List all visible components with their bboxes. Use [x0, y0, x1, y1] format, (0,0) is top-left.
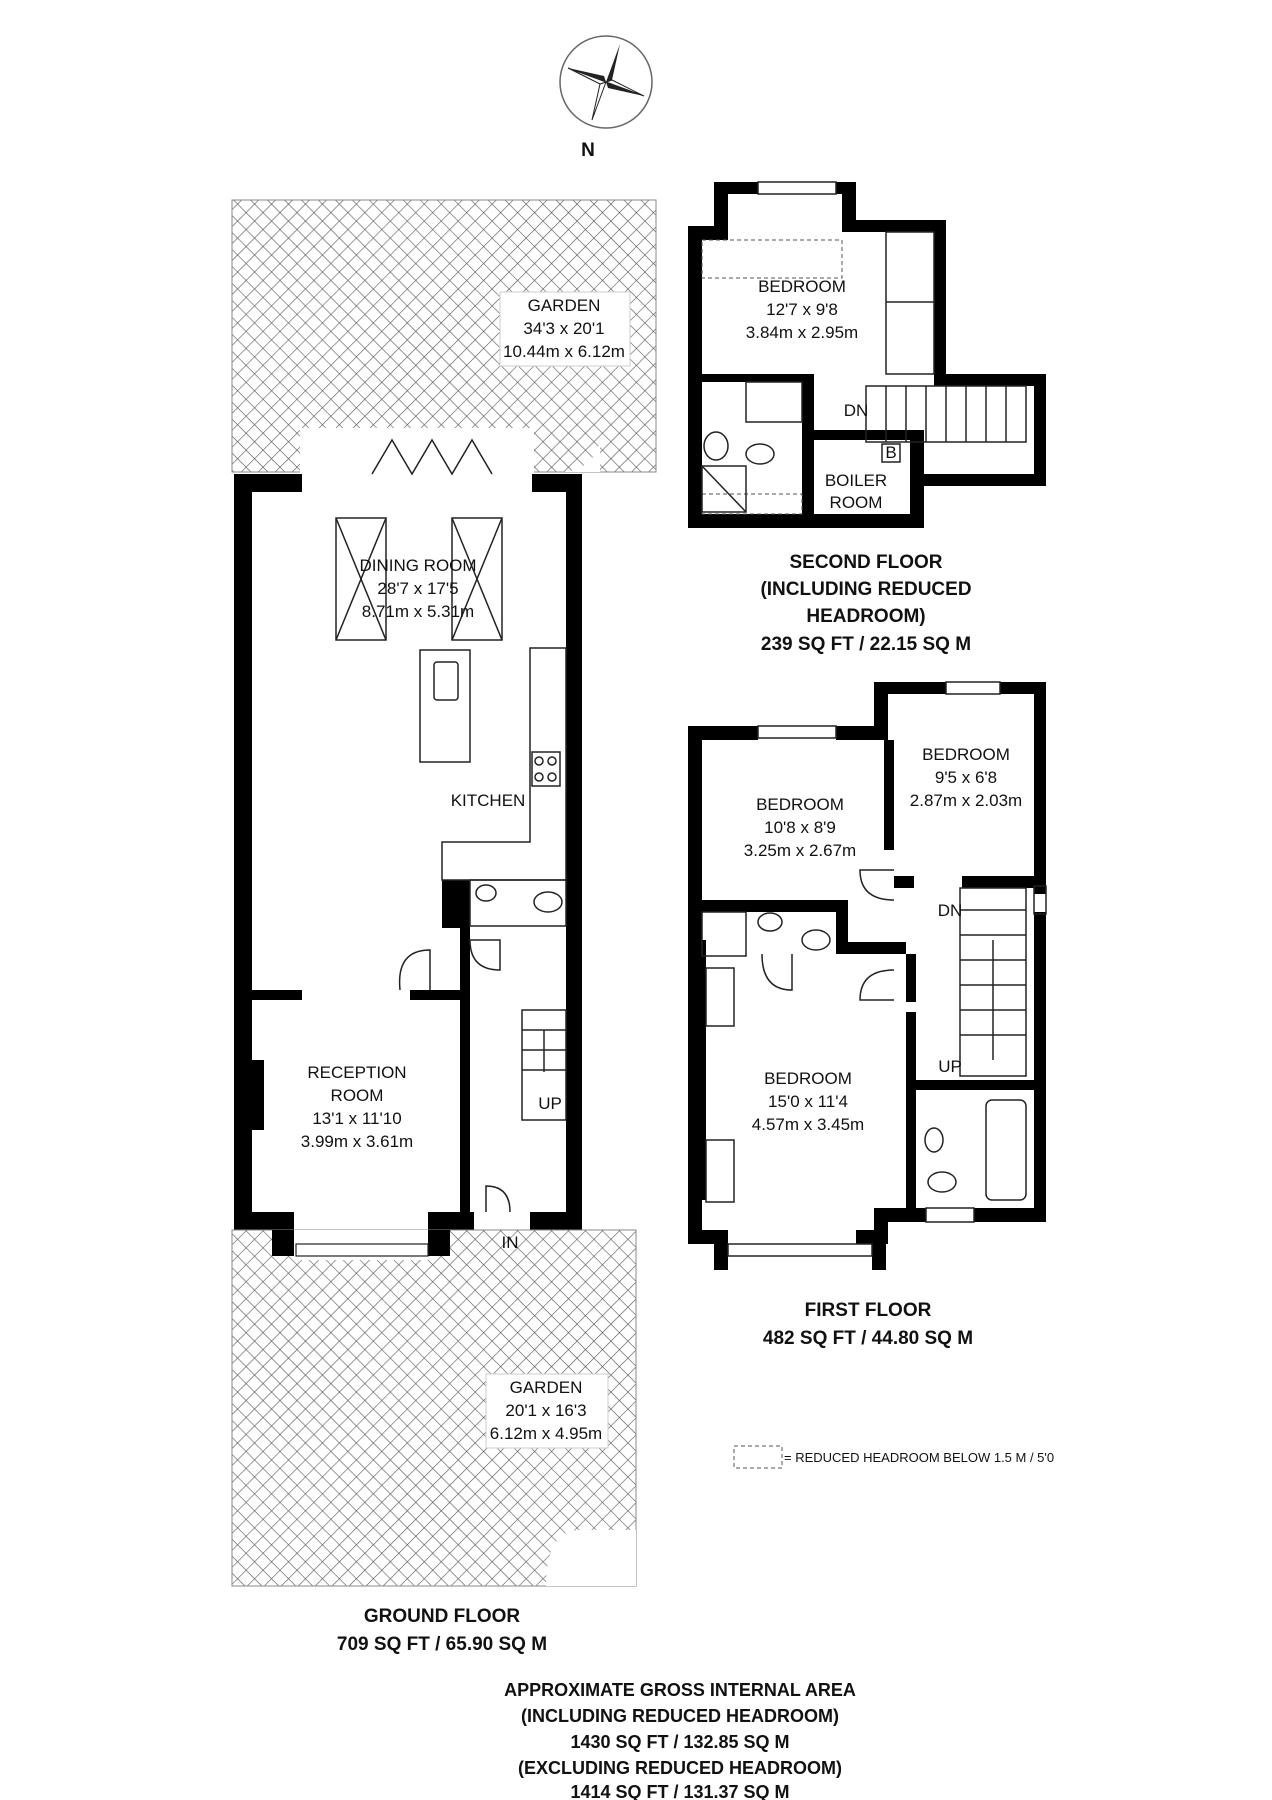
rear-bedroom-imperial: 10'8 x 8'9 — [764, 818, 836, 837]
summary-line-1: APPROXIMATE GROSS INTERNAL AREA — [504, 1680, 856, 1700]
bath-icon — [701, 465, 747, 513]
reception-name-1: RECEPTION — [307, 1063, 406, 1082]
first-floor-area: 482 SQ FT / 44.80 SQ M — [763, 1328, 973, 1349]
boiler-marker: B — [885, 443, 896, 462]
front-bedroom-name: BEDROOM — [764, 1069, 852, 1088]
legend-text: = REDUCED HEADROOM BELOW 1.5 M / 5'0 — [784, 1450, 1054, 1465]
shower-icon — [701, 911, 747, 957]
second-floor: B BEDROOM 12'7 x 9'8 3.84m x 2.95m DN BO… — [688, 181, 1046, 655]
reduced-headroom-zone — [701, 493, 803, 515]
dining-room-imperial: 28'7 x 17'5 — [377, 579, 458, 598]
compass: N — [559, 35, 653, 161]
boiler-room-name-1: BOILER — [825, 471, 887, 490]
second-floor-title-1: SECOND FLOOR — [789, 552, 942, 573]
door-swing — [859, 969, 895, 1001]
summary-line-4: (EXCLUDING REDUCED HEADROOM) — [518, 1758, 842, 1778]
sink-icon — [433, 661, 459, 701]
kitchen-counter — [441, 647, 567, 881]
door-swing — [398, 949, 431, 991]
dining-room-metric: 8.71m x 5.31m — [362, 602, 474, 621]
reception-metric: 3.99m x 3.61m — [301, 1132, 413, 1151]
rear-bedroom-metric: 3.25m x 2.67m — [744, 841, 856, 860]
front-garden-metric: 6.12m x 4.95m — [490, 1424, 602, 1443]
summary-line-3: 1430 SQ FT / 132.85 SQ M — [570, 1732, 789, 1752]
rear-garden-metric: 10.44m x 6.12m — [503, 342, 625, 361]
bath-icon — [985, 1099, 1027, 1201]
bifold-doors — [371, 438, 493, 476]
second-stairs-label: DN — [844, 401, 869, 420]
ground-stairs — [521, 1009, 567, 1121]
second-floor-walls — [688, 182, 1046, 528]
rear-garden-name: GARDEN — [528, 296, 601, 315]
compass-ring — [559, 35, 653, 129]
rear-garden-imperial: 34'3 x 20'1 — [523, 319, 604, 338]
second-floor-area: 239 SQ FT / 22.15 SQ M — [761, 634, 971, 655]
compass-label: N — [581, 140, 595, 161]
door-swing — [485, 1185, 511, 1213]
door-swing — [761, 953, 793, 991]
toilet-icon — [745, 443, 775, 465]
ground-floor: GARDEN 34'3 x 20'1 10.44m x 6.12m DINING… — [231, 199, 657, 1655]
dining-room-name: DINING ROOM — [359, 556, 476, 575]
boiler-marker-box — [881, 443, 901, 463]
summary-line-5: 1414 SQ FT / 131.37 SQ M — [570, 1782, 789, 1800]
toilet-icon — [533, 891, 563, 913]
front-garden-area — [231, 1229, 637, 1587]
second-bedroom-metric: 3.84m x 2.95m — [746, 323, 858, 342]
front-bedroom-metric: 4.57m x 3.45m — [752, 1115, 864, 1134]
ground-floor-title: GROUND FLOOR — [364, 1606, 520, 1627]
first-floor-walls — [688, 682, 1046, 1270]
basin-icon — [924, 1127, 944, 1153]
front-garden-imperial: 20'1 x 16'3 — [505, 1401, 586, 1420]
front-garden-name: GARDEN — [510, 1378, 583, 1397]
rear-bedroom-name: BEDROOM — [756, 795, 844, 814]
kitchen-fittings — [419, 647, 567, 881]
boiler-room-name-2: ROOM — [830, 493, 883, 512]
first-floor: BEDROOM 10'8 x 8'9 3.25m x 2.67m BEDROOM… — [688, 681, 1047, 1349]
legend-swatch — [733, 1445, 783, 1469]
door-swing — [859, 869, 895, 901]
first-floor-stairs — [959, 887, 1027, 1077]
basin-icon — [703, 431, 729, 461]
summary-line-2: (INCLUDING REDUCED HEADROOM) — [521, 1706, 839, 1726]
small-bedroom-imperial: 9'5 x 6'8 — [935, 768, 997, 787]
second-bedroom-name: BEDROOM — [758, 277, 846, 296]
second-bedroom-imperial: 12'7 x 9'8 — [766, 300, 838, 319]
first-stairs-up-label: UP — [938, 1057, 962, 1076]
reception-name-2: ROOM — [331, 1086, 384, 1105]
ground-stairs-label: UP — [538, 1094, 562, 1113]
hob-icon — [531, 751, 561, 787]
kitchen-island — [419, 649, 471, 763]
small-bedroom-name: BEDROOM — [922, 745, 1010, 764]
toilet-icon — [927, 1171, 957, 1193]
ground-wc — [469, 879, 567, 971]
entrance-label: IN — [502, 1233, 519, 1252]
reduced-headroom-zone — [701, 239, 843, 279]
small-bedroom-metric: 2.87m x 2.03m — [910, 791, 1022, 810]
skylights — [335, 517, 503, 641]
compass-rose-icon — [567, 44, 645, 121]
second-floor-title-2: (INCLUDING REDUCED — [760, 579, 971, 600]
shower-icon — [745, 381, 803, 423]
second-floor-title-3: HEADROOM) — [806, 606, 925, 627]
gross-area-summary: APPROXIMATE GROSS INTERNAL AREA (INCLUDI… — [504, 1680, 856, 1800]
legend: = REDUCED HEADROOM BELOW 1.5 M / 5'0 — [733, 1445, 1054, 1469]
basin-icon — [475, 884, 497, 902]
ground-floor-area: 709 SQ FT / 65.90 SQ M — [337, 1634, 547, 1655]
second-floor-stairs — [865, 385, 1027, 443]
reception-imperial: 13'1 x 11'10 — [312, 1109, 401, 1128]
front-bedroom-imperial: 15'0 x 11'4 — [768, 1092, 848, 1111]
toilet-icon — [801, 929, 831, 951]
first-floor-title: FIRST FLOOR — [805, 1300, 932, 1321]
basin-icon — [757, 912, 783, 932]
kitchen-name: KITCHEN — [451, 791, 526, 810]
first-stairs-down-label: DN — [938, 901, 963, 920]
